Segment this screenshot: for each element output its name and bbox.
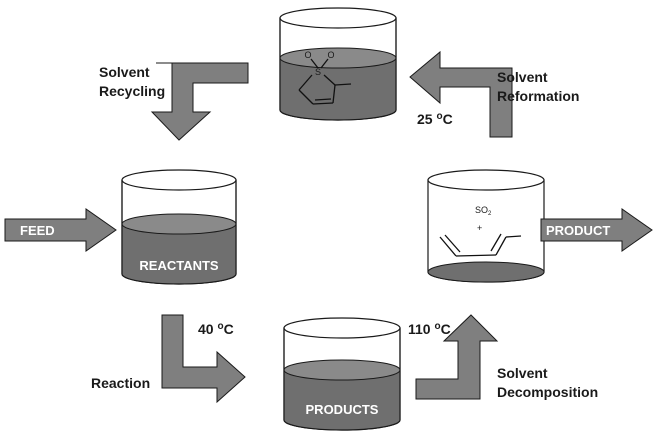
beaker-products: PRODUCTS bbox=[283, 317, 401, 431]
beaker-decomposition: SO2 + bbox=[427, 169, 545, 283]
feed-label: FEED bbox=[20, 223, 55, 238]
arrow-reaction bbox=[161, 314, 246, 404]
beaker-reactants-liquid bbox=[122, 224, 236, 284]
plus-sign: + bbox=[477, 223, 482, 233]
beaker-decomposition-rim bbox=[427, 169, 545, 191]
beaker-solvent: S O O bbox=[279, 7, 397, 121]
solvent-reformation-line1: Solvent bbox=[497, 69, 548, 85]
arrow-feed bbox=[4, 208, 117, 252]
temp-110: 110 oC bbox=[408, 321, 451, 337]
temp-25: 25 oC bbox=[417, 111, 453, 127]
atom-s: S bbox=[315, 67, 321, 77]
arrow-solvent-reformation bbox=[409, 50, 513, 138]
reactants-label: REACTANTS bbox=[139, 258, 219, 273]
arrow-solvent-recycling bbox=[150, 62, 249, 141]
solvent-recycling-line1: Solvent bbox=[99, 64, 150, 80]
beaker-decomposition-residue bbox=[427, 261, 545, 283]
product-label: PRODUCT bbox=[546, 223, 610, 238]
beaker-reactants: REACTANTS bbox=[121, 169, 237, 285]
beaker-solvent-liquid bbox=[280, 58, 396, 120]
beaker-solvent-rim bbox=[279, 7, 397, 29]
beaker-products-liquid bbox=[284, 370, 400, 430]
butadiene-structure bbox=[439, 233, 522, 257]
arrow-product bbox=[540, 208, 653, 252]
beaker-products-rim bbox=[283, 317, 401, 339]
arrow-solvent-decomposition bbox=[415, 314, 499, 400]
atom-o-right: O bbox=[327, 50, 334, 60]
solvent-decomposition-line1: Solvent bbox=[497, 365, 548, 381]
sulfolene-structure bbox=[298, 58, 352, 105]
beaker-reactants-rim bbox=[121, 169, 237, 191]
products-label: PRODUCTS bbox=[306, 402, 379, 417]
solvent-decomposition-line2: Decomposition bbox=[497, 384, 598, 400]
atom-o-left: O bbox=[304, 50, 311, 60]
solvent-recycling-line2: Recycling bbox=[99, 83, 165, 99]
beaker-solvent-liquid-surface bbox=[279, 47, 397, 69]
temp-40: 40 oC bbox=[198, 321, 234, 337]
solvent-reformation-line2: Reformation bbox=[497, 88, 579, 104]
so2-label: SO2 bbox=[475, 205, 492, 217]
reaction-label: Reaction bbox=[91, 375, 150, 391]
